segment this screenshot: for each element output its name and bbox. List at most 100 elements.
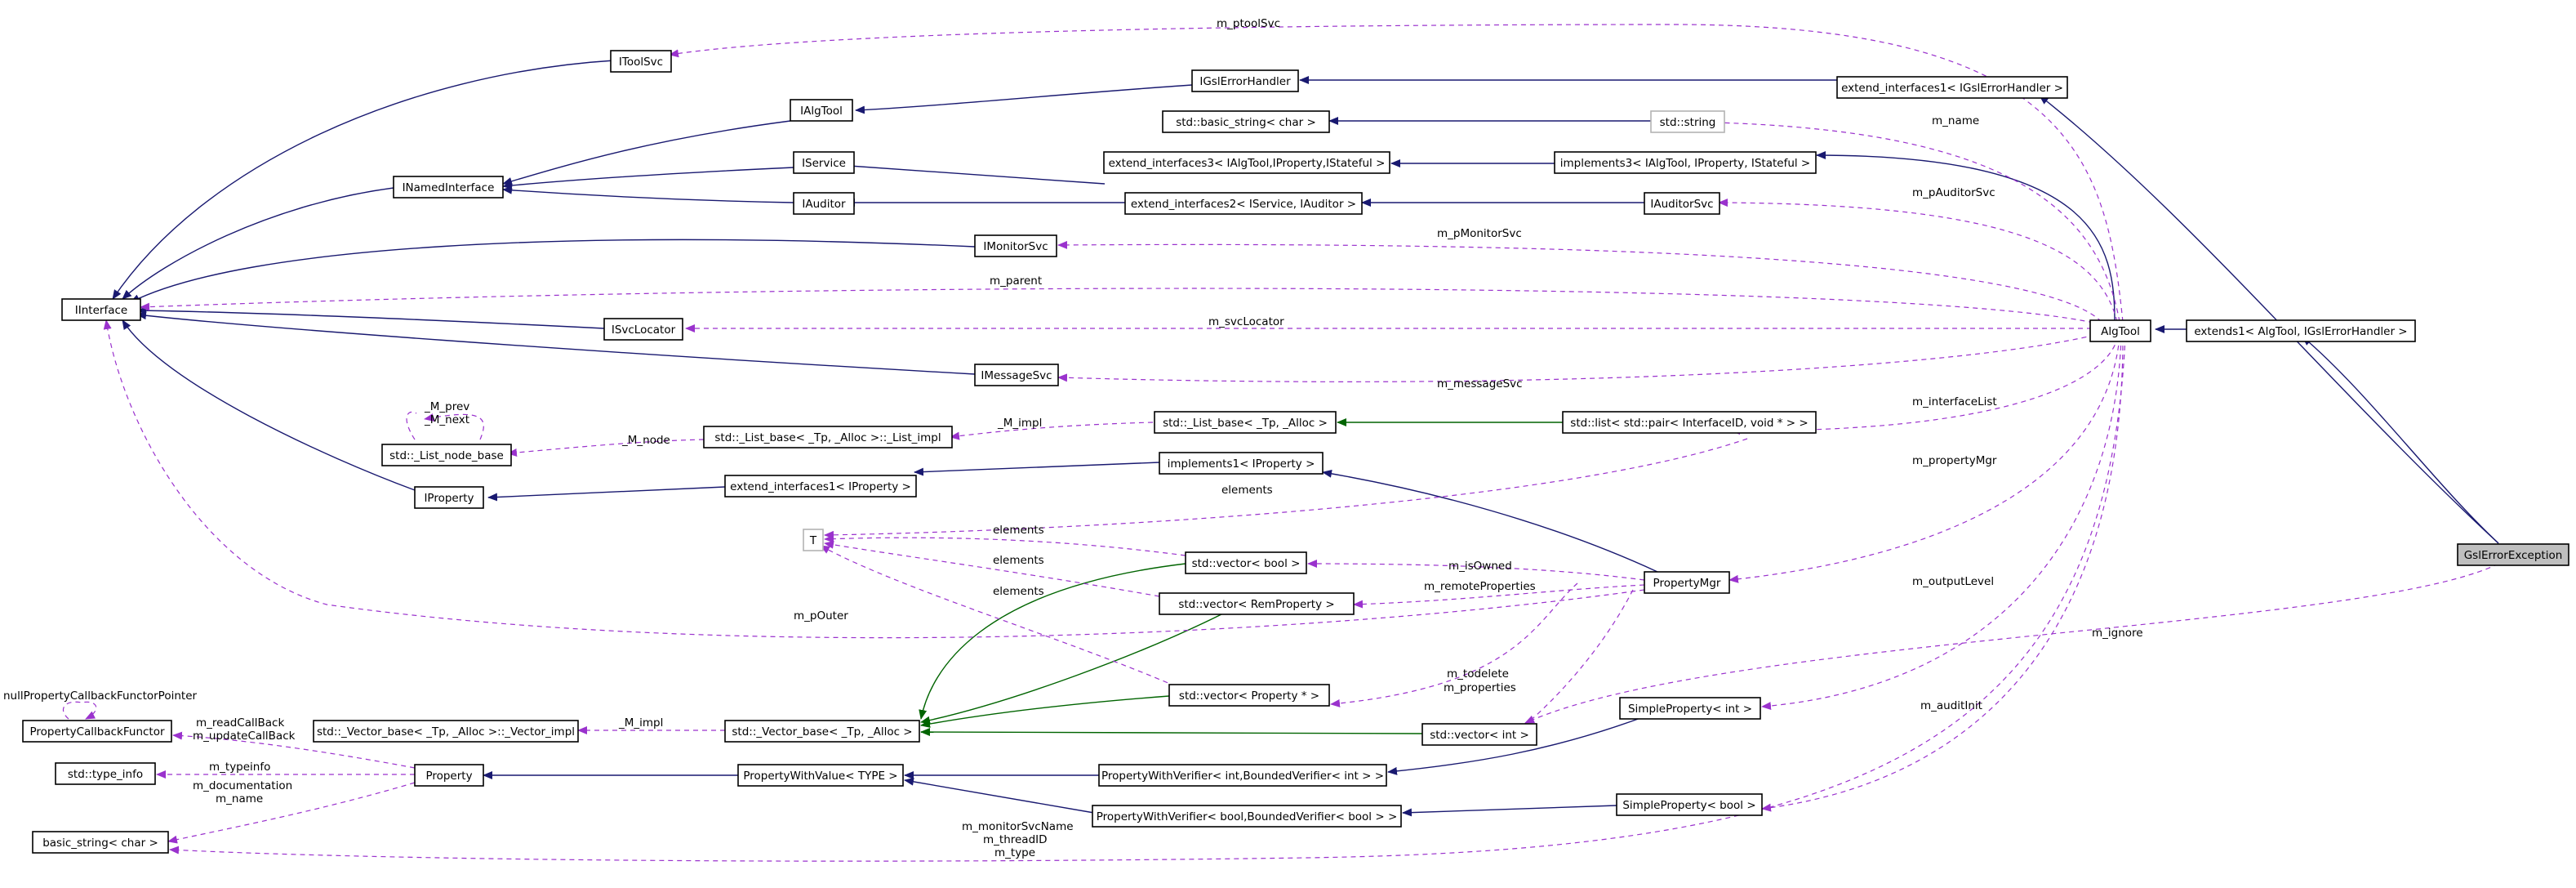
label-m-threadid: m_threadID xyxy=(983,833,1048,846)
label-m-properties: m_properties xyxy=(1444,681,1516,694)
class-node-extend-interfaces1-gsl[interactable]: extend_interfaces1< IGslErrorHandler > xyxy=(1836,76,2068,99)
class-node-label: std::list< std::pair< InterfaceID, void … xyxy=(1570,417,1808,430)
inheritance-edges xyxy=(112,60,2499,817)
class-node-property[interactable]: Property xyxy=(414,764,484,787)
class-node-label: IInterface xyxy=(75,304,127,317)
class-node-std-basic-string[interactable]: std::basic_string< char > xyxy=(1162,110,1330,133)
label-m-auditinit: m_auditInit xyxy=(1920,699,1982,712)
edge-algtool-to-implements3 xyxy=(1816,151,2116,323)
edge-elements-vecbool xyxy=(824,534,1186,556)
label-m-messagesvc: m_messageSvc xyxy=(1437,377,1523,390)
edge-m-monitorsvcname xyxy=(169,336,2126,862)
class-node-vector-int[interactable]: std::vector< int > xyxy=(1421,723,1537,746)
edge-elements-vecptr xyxy=(820,545,1177,687)
edge-vectorint-to-vectorbase xyxy=(920,728,1423,737)
label-m-next: _M_next xyxy=(424,413,469,426)
label-m-outputlevel: m_outputLevel xyxy=(1912,575,1994,588)
class-node-label: basic_string< char > xyxy=(42,837,158,850)
label-elements-2: elements xyxy=(993,524,1044,537)
class-node-iinterface[interactable]: IInterface xyxy=(61,298,141,321)
class-node-label: GslErrorException xyxy=(2464,549,2563,562)
class-node-imonitorsvc[interactable]: IMonitorSvc xyxy=(974,234,1057,257)
class-node-list-base[interactable]: std::_List_base< _Tp, _Alloc > xyxy=(1154,411,1337,434)
class-node-extends1[interactable]: extends1< AlgTool, IGslErrorHandler > xyxy=(2186,319,2416,342)
label-m-name-prop: m_name xyxy=(216,792,263,805)
class-node-list-impl[interactable]: std::_List_base< _Tp, _Alloc >::_List_im… xyxy=(703,426,953,448)
edge-gsl-to-extends1 xyxy=(2302,336,2499,544)
class-node-igslerrorhandler[interactable]: IGslErrorHandler xyxy=(1191,69,1299,92)
class-node-std-list[interactable]: std::list< std::pair< InterfaceID, void … xyxy=(1562,411,1817,434)
class-node-label: extend_interfaces1< IGslErrorHandler > xyxy=(1841,82,2063,95)
class-node-extend-interfaces3[interactable]: extend_interfaces3< IAlgTool,IProperty,I… xyxy=(1103,151,1390,174)
label-m-svclocator: m_svcLocator xyxy=(1208,315,1284,328)
class-node-vector-base[interactable]: std::_Vector_base< _Tp, _Alloc > xyxy=(724,720,920,743)
class-node-vector-bool[interactable]: std::vector< bool > xyxy=(1185,551,1307,574)
class-node-label: extends1< AlgTool, IGslErrorHandler > xyxy=(2194,325,2407,338)
class-node-label: ISvcLocator xyxy=(612,324,676,337)
class-node-implements3[interactable]: implements3< IAlgTool, IProperty, IState… xyxy=(1554,151,1817,174)
edge-m-ptoolsvc xyxy=(669,24,2124,323)
class-node-algtool[interactable]: AlgTool xyxy=(2089,319,2151,342)
edge-inamed-to-iinterface xyxy=(122,187,394,300)
class-node-inamedinterface[interactable]: INamedInterface xyxy=(393,176,504,199)
edge-imonitor-to-iinterface xyxy=(130,239,976,303)
class-node-label: INamedInterface xyxy=(403,181,495,194)
class-node-std-string[interactable]: std::string xyxy=(1650,110,1725,133)
class-node-itoolsvc[interactable]: IToolSvc xyxy=(610,50,672,73)
class-node-label: PropertyWithVerifier< int,BoundedVerifie… xyxy=(1101,770,1384,783)
class-node-std-type-info[interactable]: std::type_info xyxy=(55,762,156,785)
class-node-label: std::type_info xyxy=(68,768,143,781)
class-node-basic-string-char[interactable]: basic_string< char > xyxy=(32,831,169,854)
label-m-pmonitorsvc: m_pMonitorSvc xyxy=(1437,227,1522,240)
edge-m-todelete xyxy=(1330,582,1578,707)
class-node-vector-base-impl[interactable]: std::_Vector_base< _Tp, _Alloc >::_Vecto… xyxy=(313,720,579,743)
class-node-label: std::vector< int > xyxy=(1430,729,1529,742)
class-node-iproperty[interactable]: IProperty xyxy=(414,486,484,509)
edge-ialgtool-to-inamed xyxy=(502,120,791,185)
class-node-isvclocator[interactable]: ISvcLocator xyxy=(603,318,683,341)
edge-vectorbool-to-vectorbase xyxy=(919,563,1186,720)
class-node-property-callback-functor[interactable]: PropertyCallbackFunctor xyxy=(22,720,172,743)
class-node-list-node-base[interactable]: std::_List_node_base xyxy=(381,444,512,466)
class-node-extend-interfaces2[interactable]: extend_interfaces2< IService, IAuditor > xyxy=(1124,192,1363,215)
edge-m-parent xyxy=(140,288,2094,324)
class-node-gsl-error-exception[interactable]: GslErrorException xyxy=(2457,543,2569,566)
class-node-simpleproperty-bool[interactable]: SimpleProperty< bool > xyxy=(1616,793,1763,816)
class-node-label: IAuditor xyxy=(802,198,846,211)
class-node-pwv-bool[interactable]: PropertyWithVerifier< bool,BoundedVerifi… xyxy=(1092,805,1402,828)
class-node-label: IAlgTool xyxy=(800,105,843,118)
class-node-propertywithvalue[interactable]: PropertyWithValue< TYPE > xyxy=(737,764,904,787)
class-node-vector-property-ptr[interactable]: std::vector< Property * > xyxy=(1168,684,1330,707)
class-node-label: IProperty xyxy=(424,492,474,505)
class-node-pwv-int[interactable]: PropertyWithVerifier< int,BoundedVerifie… xyxy=(1098,764,1387,787)
edge-extint3-to-iservice xyxy=(837,161,1106,185)
label-m-impl-vec: _M_impl xyxy=(618,716,663,730)
class-node-iservice[interactable]: IService xyxy=(793,151,855,174)
edge-m-impl-list xyxy=(950,422,1154,440)
class-node-t[interactable]: T xyxy=(803,529,824,551)
class-node-label: implements1< IProperty > xyxy=(1168,457,1315,471)
class-node-vector-remproperty[interactable]: std::vector< RemProperty > xyxy=(1159,592,1355,615)
class-node-label: PropertyMgr xyxy=(1653,577,1721,590)
nodes: GslErrorException extends1< AlgTool, IGs… xyxy=(3,50,2569,854)
label-m-impl-list: _M_impl xyxy=(997,417,1042,430)
edge-m-auditinit xyxy=(1761,336,2124,812)
edge-null-ptr-loop xyxy=(63,701,97,720)
class-node-propertymgr[interactable]: PropertyMgr xyxy=(1644,571,1730,594)
class-node-label: SimpleProperty< bool > xyxy=(1622,799,1755,812)
class-node-label: std::string xyxy=(1660,116,1716,129)
class-node-iauditorsvc[interactable]: IAuditorSvc xyxy=(1644,192,1720,215)
class-node-label: std::_List_base< _Tp, _Alloc > xyxy=(1163,417,1328,430)
class-node-imessagesvc[interactable]: IMessageSvc xyxy=(974,364,1059,386)
class-node-simpleproperty-int[interactable]: SimpleProperty< int > xyxy=(1619,697,1761,720)
edge-m-pmonitorsvc xyxy=(1057,240,2102,323)
class-node-label: IGslErrorHandler xyxy=(1199,75,1291,88)
edge-propmgr-to-implements1 xyxy=(1322,469,1658,573)
edge-elements-stdlist xyxy=(824,438,1748,539)
class-node-implements1-prop[interactable]: implements1< IProperty > xyxy=(1159,452,1324,475)
class-node-iauditor[interactable]: IAuditor xyxy=(793,192,855,215)
class-node-label: PropertyWithVerifier< bool,BoundedVerifi… xyxy=(1097,810,1398,823)
class-node-extend-interfaces1-prop[interactable]: extend_interfaces1< IProperty > xyxy=(724,475,917,498)
class-node-ialgtool[interactable]: IAlgTool xyxy=(790,99,853,122)
edge-m-prev xyxy=(406,411,417,440)
